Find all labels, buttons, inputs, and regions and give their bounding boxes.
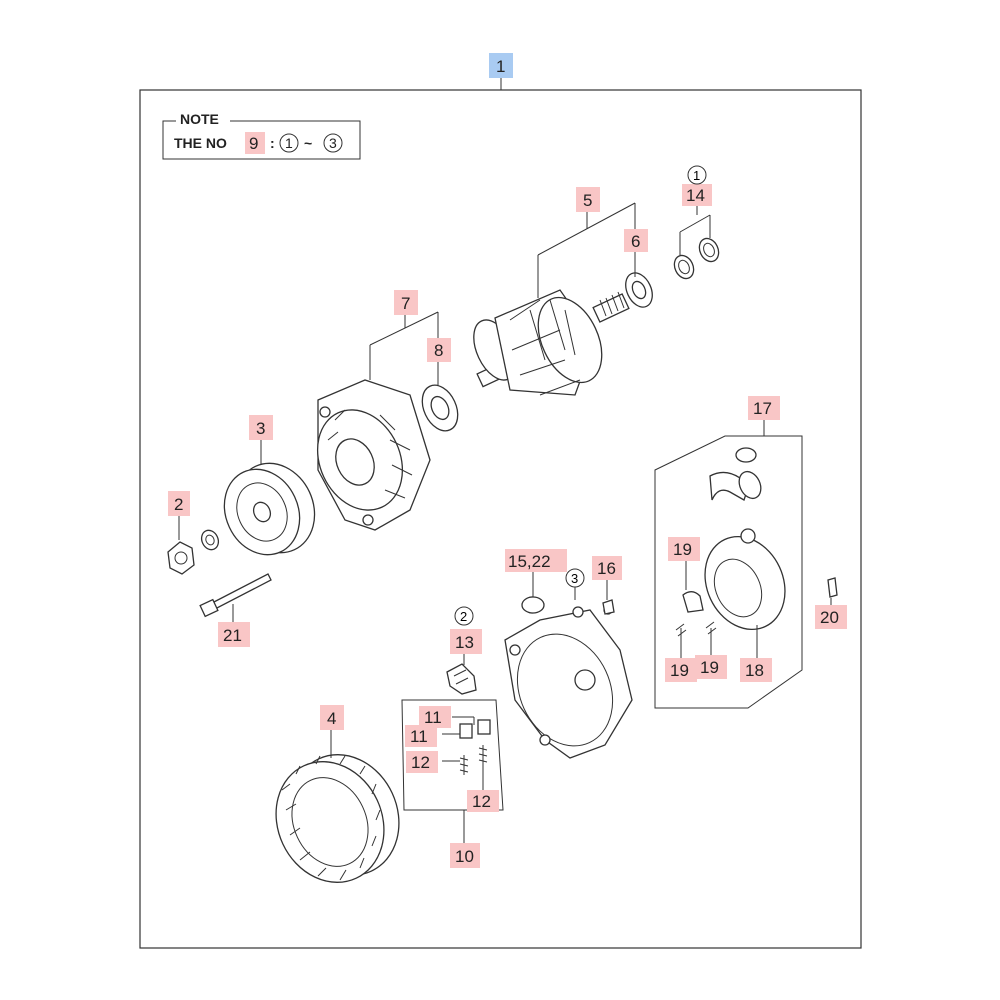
rear-cover-group bbox=[654, 435, 838, 709]
callout-4[interactable]: 4 bbox=[320, 705, 344, 730]
callout-12-b[interactable]: 12 bbox=[467, 790, 499, 812]
callout-7-text: 7 bbox=[401, 294, 410, 313]
brush-kit-part bbox=[401, 699, 504, 843]
callout-21[interactable]: 21 bbox=[218, 622, 250, 647]
through-bolt-part bbox=[199, 573, 272, 618]
callout-12-b-text: 12 bbox=[472, 792, 491, 811]
callout-16[interactable]: 16 bbox=[592, 556, 622, 580]
callout-5-text: 5 bbox=[583, 191, 592, 210]
pulley-part bbox=[223, 462, 316, 556]
small-parts bbox=[521, 596, 615, 615]
rear-frame-part bbox=[504, 596, 633, 759]
callout-17-text: 17 bbox=[753, 399, 772, 418]
note-range-from: 1 bbox=[285, 135, 293, 151]
callout-8-text: 8 bbox=[434, 341, 443, 360]
callout-11-a-text: 11 bbox=[424, 708, 442, 727]
note-colon: : bbox=[270, 135, 275, 151]
callout-2[interactable]: 2 bbox=[168, 491, 190, 516]
callout-10[interactable]: 10 bbox=[450, 843, 480, 868]
callout-10-text: 10 bbox=[455, 847, 474, 866]
note-range-to: 3 bbox=[329, 135, 337, 151]
callout-11-b[interactable]: 11 bbox=[405, 725, 437, 747]
callout-7[interactable]: 7 bbox=[394, 290, 418, 315]
callout-13[interactable]: 13 bbox=[450, 629, 482, 654]
callout-20-text: 20 bbox=[820, 608, 839, 627]
nut-part bbox=[167, 529, 220, 575]
callout-12-a[interactable]: 12 bbox=[406, 751, 438, 773]
callout-11-b-text: 11 bbox=[410, 727, 428, 746]
note-title: NOTE bbox=[180, 111, 219, 127]
callout-15-22[interactable]: 15,22 bbox=[505, 549, 567, 572]
callout-19-c[interactable]: 19 bbox=[695, 655, 727, 679]
callout-18-text: 18 bbox=[745, 661, 764, 680]
callout-18[interactable]: 18 bbox=[740, 658, 772, 682]
callout-19-b[interactable]: 19 bbox=[665, 658, 697, 682]
callout-2-text: 2 bbox=[174, 495, 183, 514]
callout-16-text: 16 bbox=[597, 559, 616, 578]
callout-19-a-text: 19 bbox=[673, 540, 692, 559]
note-text: THE NO bbox=[174, 135, 227, 151]
circled-ref-1: 1 bbox=[693, 168, 700, 183]
callout-19-c-text: 19 bbox=[700, 658, 719, 677]
callout-14[interactable]: 14 bbox=[682, 184, 712, 206]
circled-ref-2: 2 bbox=[460, 609, 467, 624]
note-tilde: ~ bbox=[304, 135, 312, 151]
callout-3[interactable]: 3 bbox=[249, 415, 273, 440]
callout-21-text: 21 bbox=[223, 626, 242, 645]
callout-20[interactable]: 20 bbox=[815, 605, 847, 629]
rotor-part bbox=[473, 289, 630, 396]
bearing-8-part bbox=[421, 384, 459, 432]
brush-holder-part bbox=[446, 663, 477, 695]
callout-5[interactable]: 5 bbox=[576, 187, 600, 212]
callout-19-b-text: 19 bbox=[670, 661, 689, 680]
callout-17[interactable]: 17 bbox=[748, 396, 780, 420]
callout-1[interactable]: 1 bbox=[489, 53, 513, 78]
callout-15-22-text: 15,22 bbox=[508, 552, 551, 571]
leader-lines bbox=[178, 202, 832, 758]
callout-19-a[interactable]: 19 bbox=[668, 537, 700, 561]
callout-labels: 1 2 3 4 5 6 7 8 bbox=[168, 53, 847, 868]
ring-14-parts bbox=[673, 237, 720, 280]
note-ref-number: 9 bbox=[249, 134, 258, 153]
front-frame-part bbox=[316, 379, 431, 531]
callout-6-text: 6 bbox=[631, 232, 640, 251]
callout-11-a[interactable]: 11 bbox=[419, 706, 451, 728]
bearing-6-part bbox=[625, 272, 653, 308]
stator-part bbox=[275, 754, 400, 883]
circled-refs: 1 2 3 bbox=[454, 165, 707, 626]
callout-8[interactable]: 8 bbox=[427, 338, 451, 362]
callout-3-text: 3 bbox=[256, 419, 265, 438]
circled-ref-3: 3 bbox=[571, 571, 578, 586]
callout-1-text: 1 bbox=[496, 57, 505, 76]
callout-13-text: 13 bbox=[455, 633, 474, 652]
callout-12-a-text: 12 bbox=[411, 753, 430, 772]
callout-6[interactable]: 6 bbox=[624, 229, 648, 252]
note-box: NOTE THE NO 9 : 1 ~ 3 bbox=[162, 111, 361, 160]
callout-14-text: 14 bbox=[686, 186, 705, 205]
callout-4-text: 4 bbox=[327, 709, 336, 728]
